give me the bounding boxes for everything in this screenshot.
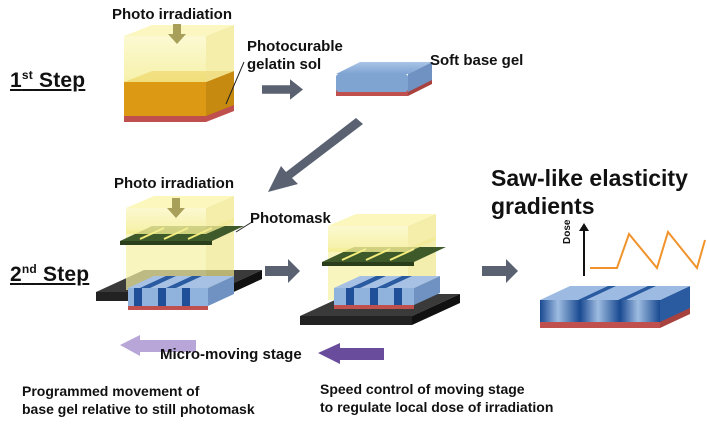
dose-saw-curve bbox=[590, 229, 706, 271]
photocurable-label-line1: Photocurable bbox=[247, 38, 343, 55]
photo-irradiation-label-2: Photo irradiation bbox=[114, 175, 234, 192]
micro-moving-stage-label: Micro-moving stage bbox=[160, 346, 302, 363]
arrow-left-icon bbox=[120, 335, 196, 356]
result-gradient-gel bbox=[540, 286, 690, 328]
arrow-down-icon bbox=[167, 198, 185, 218]
first-step-label: 1st Step bbox=[10, 68, 86, 92]
photomask-label: Photomask bbox=[250, 210, 331, 227]
step2-middle-assembly bbox=[300, 214, 460, 325]
arrow-right-icon bbox=[482, 259, 518, 283]
arrow-diagonal-icon bbox=[268, 118, 363, 192]
photocurable-label-line2: gelatin sol bbox=[247, 56, 322, 73]
arrow-left-icon bbox=[318, 343, 384, 364]
soft-base-gel-label: Soft base gel bbox=[430, 52, 524, 69]
caption-right-line1: Speed control of moving stage bbox=[320, 381, 525, 397]
dose-axis-label: Dose bbox=[562, 219, 573, 244]
arrow-down-icon bbox=[168, 24, 186, 44]
caption-left-line1: Programmed movement of bbox=[22, 383, 200, 399]
arrow-up-icon bbox=[579, 223, 589, 276]
arrow-right-icon bbox=[262, 79, 303, 100]
second-step-label: 2nd Step bbox=[10, 262, 90, 286]
result-title-line2: gradients bbox=[491, 193, 595, 219]
arrow-right-icon bbox=[265, 259, 300, 283]
soft-base-gel bbox=[336, 62, 432, 96]
result-title-line1: Saw-like elasticity bbox=[491, 165, 688, 191]
caption-right-line2: to regulate local dose of irradiation bbox=[320, 399, 554, 415]
caption-left-line2: base gel relative to still photomask bbox=[22, 401, 255, 417]
step1-sol-block bbox=[124, 25, 234, 122]
photo-irradiation-label: Photo irradiation bbox=[112, 6, 232, 23]
step2-left-assembly bbox=[96, 196, 262, 310]
